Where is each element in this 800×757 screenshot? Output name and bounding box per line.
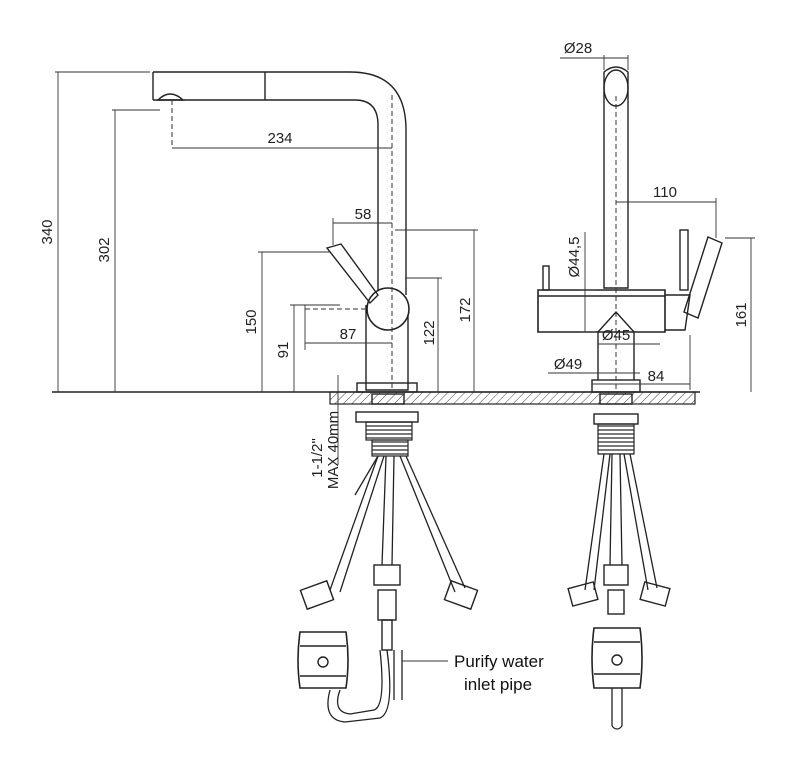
right-dimension-lines	[548, 55, 755, 392]
left-dimension-lines	[55, 71, 478, 465]
dim-150: 150	[243, 309, 260, 334]
dim-172: 172	[457, 297, 474, 322]
dim-84: 84	[648, 368, 665, 385]
dim-diameter-49: Ø49	[554, 356, 582, 373]
dim-122: 122	[421, 320, 438, 345]
right-under-counter-assembly	[567, 393, 671, 730]
dim-58: 58	[355, 206, 372, 223]
dim-302: 302	[96, 237, 113, 262]
left-under-counter-assembly	[297, 393, 479, 723]
annotation-line-2: inlet pipe	[464, 675, 532, 694]
annotation-line-1: Purify water	[454, 652, 544, 671]
dim-max-thickness: MAX 40mm	[325, 411, 342, 489]
dim-diameter-45: Ø45	[602, 327, 630, 344]
dim-thread: 1-1/2"	[309, 438, 326, 478]
dim-340: 340	[39, 219, 56, 244]
dim-diameter-44-5: Ø44,5	[566, 237, 583, 278]
dim-87: 87	[340, 326, 357, 343]
dim-161: 161	[733, 302, 750, 327]
purify-water-annotation: Purify water inlet pipe	[454, 652, 544, 694]
left-dimension-labels: 340 302 234 58 150 91 87 122 172 1-1/2" …	[39, 130, 474, 489]
left-faucet-body	[152, 71, 418, 393]
dim-diameter-28: Ø28	[564, 40, 592, 57]
right-faucet-body	[537, 66, 723, 393]
dim-91: 91	[275, 342, 292, 359]
dim-234: 234	[267, 130, 292, 147]
dim-110: 110	[653, 184, 677, 201]
right-dimension-labels: Ø28 110 Ø44,5 161 Ø45 Ø49 84	[554, 40, 750, 385]
